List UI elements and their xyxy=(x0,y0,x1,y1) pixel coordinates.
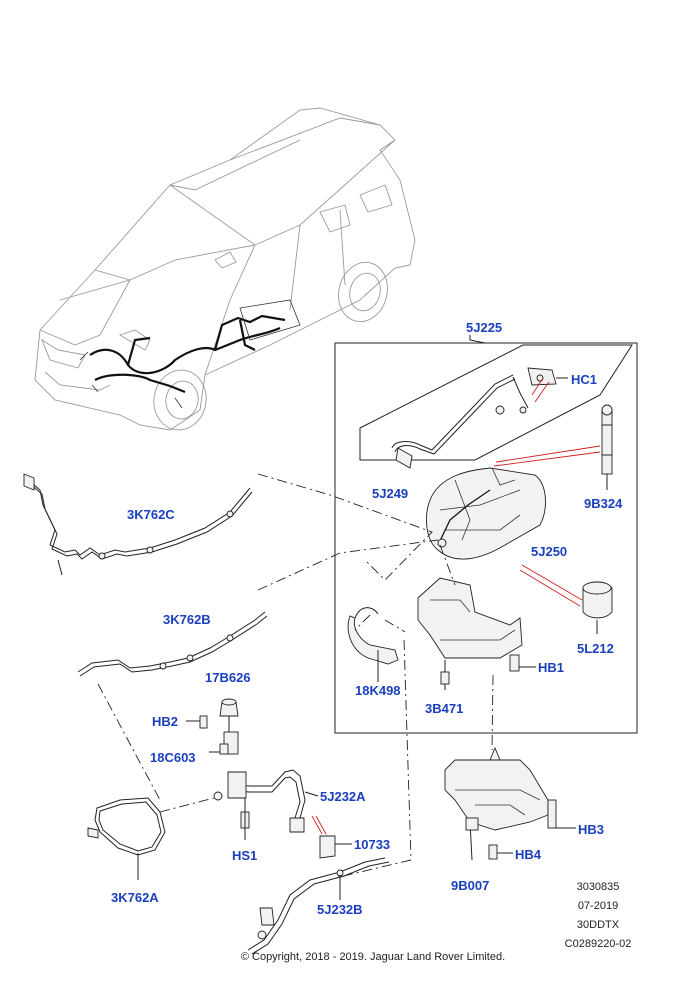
callout-3K762C[interactable]: 3K762C xyxy=(127,507,175,522)
shield-3B471 xyxy=(417,577,523,690)
callout-9B324[interactable]: 9B324 xyxy=(584,496,623,511)
callout-HB1[interactable]: HB1 xyxy=(538,660,564,675)
callout-9B007[interactable]: 9B007 xyxy=(451,878,489,893)
callout-5L212[interactable]: 5L212 xyxy=(577,641,614,656)
callout-5J249[interactable]: 5J249 xyxy=(372,486,408,501)
bracket-9B007 xyxy=(444,746,549,861)
bolt-HB2 xyxy=(186,715,208,729)
callout-labels: 5J225 HC1 9B324 5J249 5J250 5L212 3K762C… xyxy=(111,320,623,917)
callout-3B471[interactable]: 3B471 xyxy=(425,701,463,716)
highlight-lines xyxy=(311,377,601,835)
tank-5J250 xyxy=(426,467,546,560)
connector-lines xyxy=(97,473,494,879)
callout-18C603[interactable]: 18C603 xyxy=(150,750,196,765)
callout-5J250[interactable]: 5J250 xyxy=(531,544,567,559)
bolt-HB3 xyxy=(547,799,576,829)
clip-HS1 xyxy=(240,798,250,840)
part-5L212 xyxy=(582,581,613,634)
pipe-3K762B xyxy=(77,611,268,677)
callout-5J225[interactable]: 5J225 xyxy=(466,320,502,335)
callout-3K762B[interactable]: 3K762B xyxy=(163,612,211,627)
callout-3K762A[interactable]: 3K762A xyxy=(111,890,159,905)
valve-17B626 xyxy=(219,698,239,717)
pipe-3K762C xyxy=(23,473,253,576)
pipe-3K762A xyxy=(87,797,166,880)
callout-18K498[interactable]: 18K498 xyxy=(355,683,401,698)
callout-10733[interactable]: 10733 xyxy=(354,837,390,852)
callout-HB4[interactable]: HB4 xyxy=(515,847,542,862)
callout-HC1[interactable]: HC1 xyxy=(571,372,597,387)
reference-number: 3030835 xyxy=(577,881,620,893)
callout-17B626[interactable]: 17B626 xyxy=(205,670,251,685)
bolt-HB1 xyxy=(509,654,536,672)
hose-5J249 xyxy=(391,374,529,469)
callout-HB3[interactable]: HB3 xyxy=(578,822,604,837)
hose-5J232A xyxy=(213,769,319,833)
reference-date: 07-2019 xyxy=(578,900,618,912)
clip-HC1 xyxy=(527,367,568,386)
callout-5J232B[interactable]: 5J232B xyxy=(317,902,363,917)
hose-18K498 xyxy=(347,607,399,682)
reference-code: C0289220-02 xyxy=(565,938,632,950)
callout-HS1[interactable]: HS1 xyxy=(232,848,257,863)
part-9B324 xyxy=(601,404,613,490)
reference-model: 30DDTX xyxy=(577,919,620,931)
copyright-text: © Copyright, 2018 - 2019. Jaguar Land Ro… xyxy=(241,951,505,963)
callout-HB2[interactable]: HB2 xyxy=(152,714,178,729)
valve-18C603 xyxy=(209,716,239,755)
reference-block: 3030835 07-2019 30DDTX C0289220-02 xyxy=(565,881,632,950)
hose-5J232B xyxy=(247,857,390,955)
bolt-HB4 xyxy=(488,844,513,860)
callout-5J232A[interactable]: 5J232A xyxy=(320,789,366,804)
assembly-box-5J225 xyxy=(334,335,638,734)
vehicle-illustration xyxy=(34,107,416,431)
part-10733 xyxy=(319,835,352,859)
